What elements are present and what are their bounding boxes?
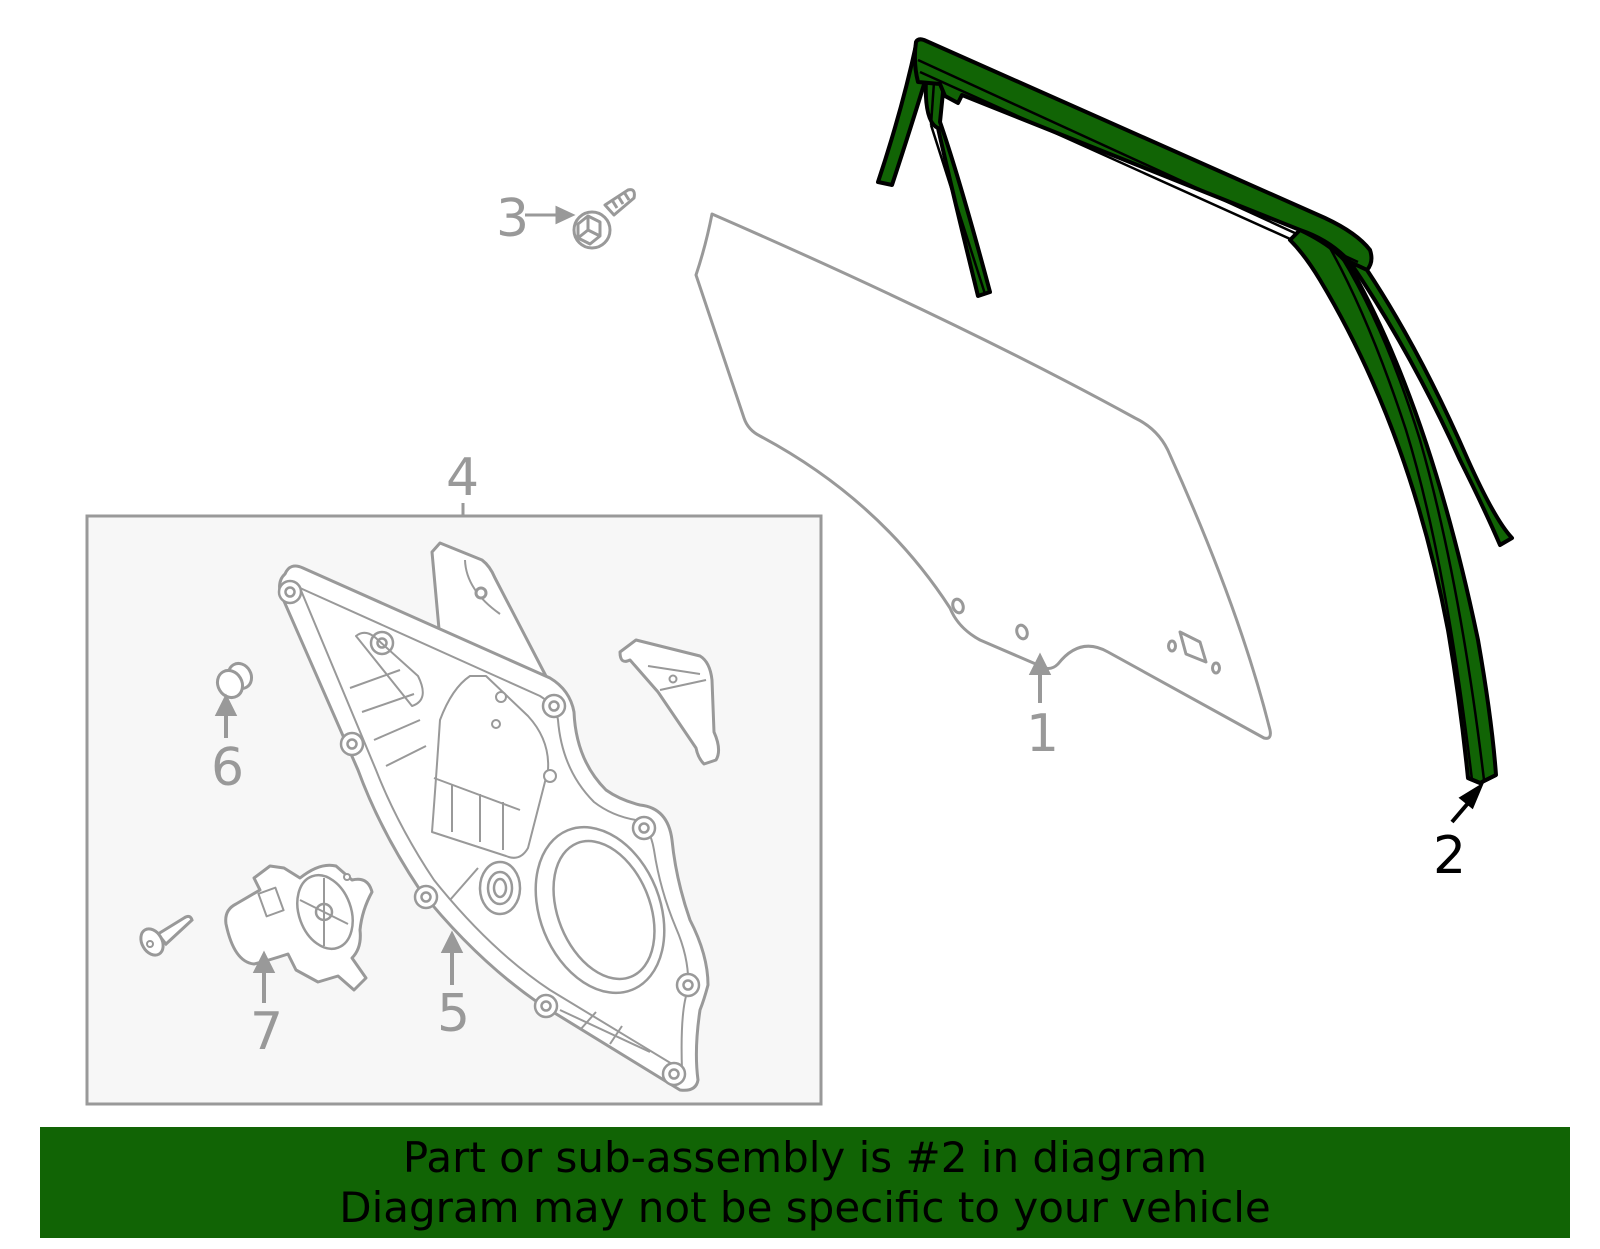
window-regulator-carrier-panel-part-5[interactable] [277,541,710,1092]
callout-5-arrow [440,930,464,985]
callout-2-label[interactable]: 2 [1433,826,1467,886]
callout-5-label[interactable]: 5 [437,984,471,1044]
clip-part-6[interactable] [213,659,256,702]
callout-7-label[interactable]: 7 [250,1002,284,1062]
callout-1-arrow [1028,652,1052,703]
callout-4-label[interactable]: 4 [446,448,480,508]
motor-screw[interactable] [136,914,194,959]
callout-7-arrow [252,950,276,1003]
banner-line-part-number: Part or sub-assembly is #2 in diagram [402,1132,1208,1182]
info-banner: Part or sub-assembly is #2 in diagram Di… [40,1127,1570,1238]
banner-line-disclaimer: Diagram may not be specific to your vehi… [339,1182,1271,1232]
bolt-part-3[interactable] [572,188,636,250]
glass-run-channel-part-2[interactable] [876,37,1514,785]
callout-3-arrow [525,205,576,225]
callout-3-label[interactable]: 3 [496,189,530,249]
door-glass-part-1[interactable] [694,212,1272,740]
callout-1-label[interactable]: 1 [1026,704,1060,764]
callout-6-arrow [214,693,238,738]
callout-6-label[interactable]: 6 [211,738,245,798]
callout-2-arrow [1450,782,1485,824]
regulator-bracket[interactable] [618,638,721,766]
